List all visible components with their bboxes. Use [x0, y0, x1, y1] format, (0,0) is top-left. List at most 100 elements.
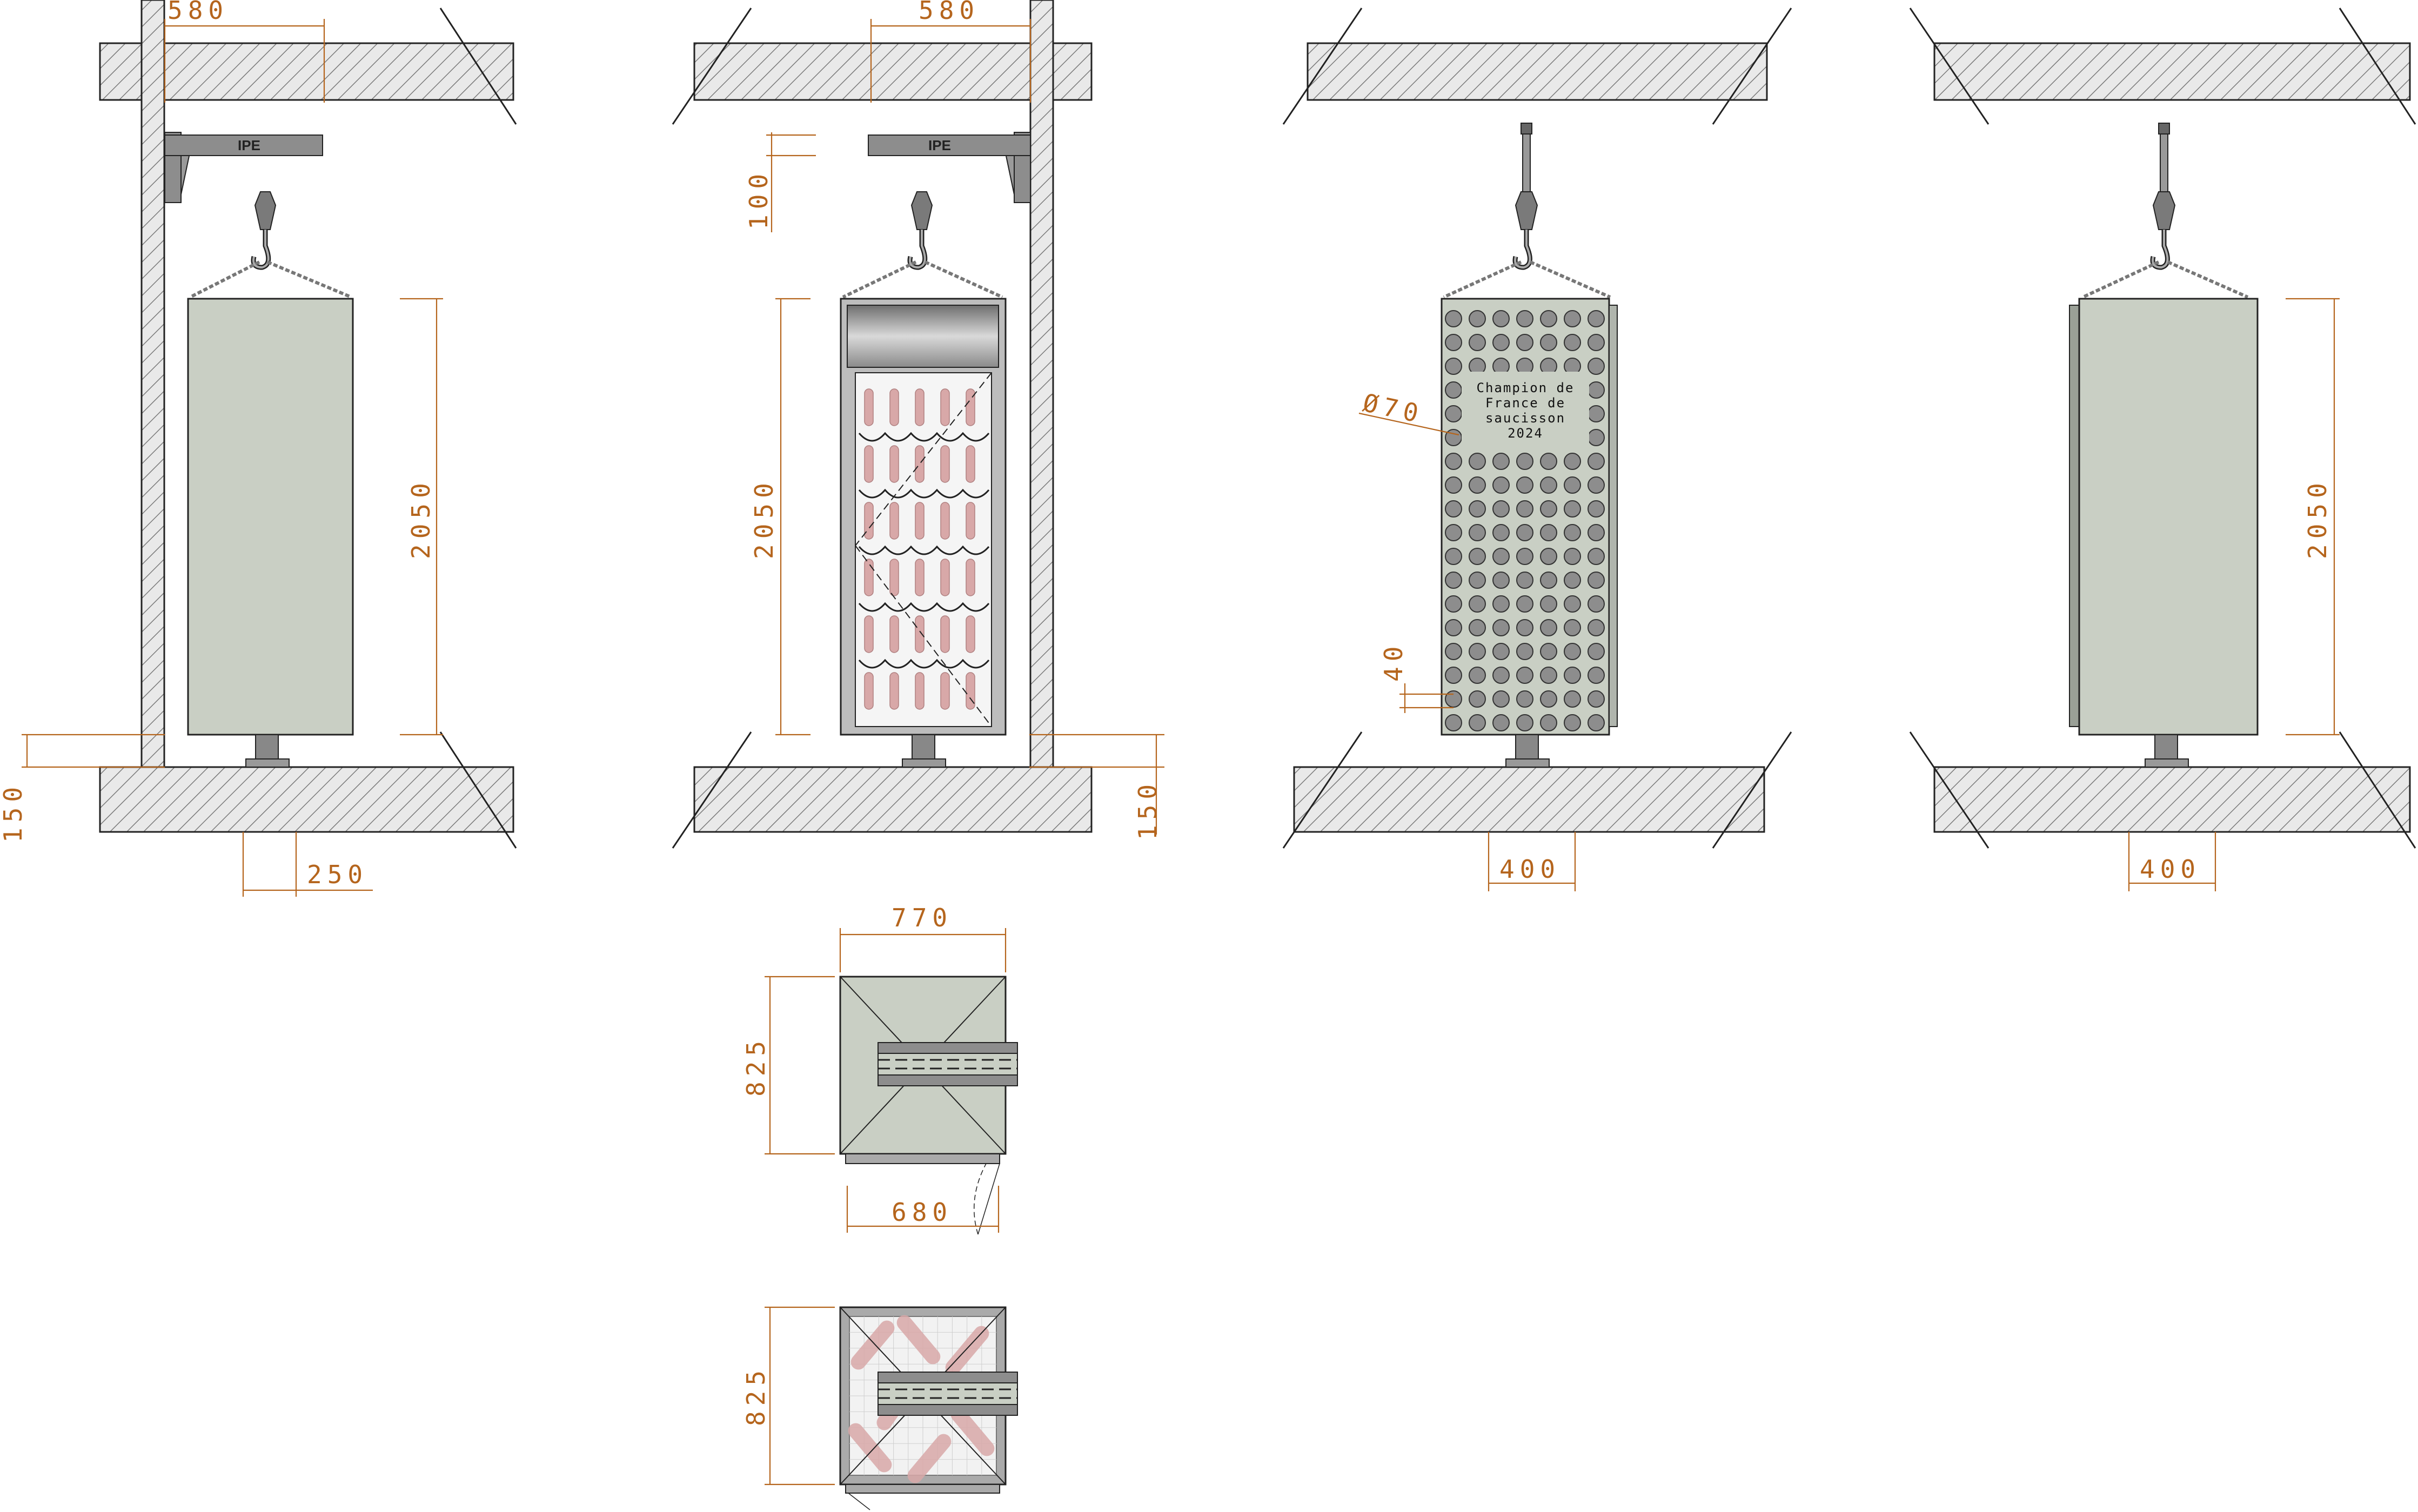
vent-hole	[1564, 572, 1581, 589]
dimension-100: 100	[744, 132, 816, 232]
vent-hole	[1492, 572, 1510, 589]
vent-hole	[1469, 476, 1486, 494]
vent-hole	[1540, 643, 1557, 660]
vent-hole	[1588, 595, 1605, 613]
sausage	[915, 672, 925, 710]
vent-hole	[1516, 310, 1533, 327]
engraving-line-2: France de	[1485, 395, 1565, 411]
dimension-400: 400	[1488, 832, 1576, 891]
svg-text:Ø70: Ø70	[1361, 388, 1426, 429]
vent-hole	[1445, 381, 1462, 399]
vent-hole	[1564, 334, 1581, 351]
engraving-line-4: 2024	[1508, 426, 1543, 441]
vent-hole	[1445, 548, 1462, 565]
sausage	[940, 445, 950, 483]
dimension-2050: 2050	[2286, 298, 2340, 736]
vent-hole	[1516, 524, 1533, 541]
cabinet-side	[187, 298, 354, 736]
ceiling-slab	[1933, 42, 2411, 101]
sausage	[889, 388, 899, 426]
svg-text:150: 150	[0, 782, 28, 843]
ceiling-slab	[693, 42, 1093, 101]
vent-hole	[1492, 500, 1510, 518]
vent-hole	[1445, 524, 1462, 541]
svg-text:2050: 2050	[2303, 478, 2332, 559]
sausage	[915, 388, 925, 426]
vent-hole	[1516, 334, 1533, 351]
sausage	[864, 559, 874, 596]
dimension-580: 580	[870, 0, 1031, 103]
engraving-line-3: saucisson	[1485, 411, 1565, 426]
dimension-770: 770	[839, 903, 1007, 972]
ceiling-hanger	[1512, 123, 1538, 270]
sausage	[864, 672, 874, 710]
sausage	[940, 672, 950, 710]
sausage	[889, 445, 899, 483]
vent-hole	[1588, 524, 1605, 541]
vent-hole	[1588, 500, 1605, 518]
pedestal	[912, 734, 935, 761]
wall	[140, 0, 165, 768]
vent-hole	[1492, 690, 1510, 708]
svg-text:2050: 2050	[749, 478, 779, 559]
top-panel	[847, 305, 999, 368]
sausage	[915, 615, 925, 653]
vent-hole	[1564, 453, 1581, 470]
vent-hole	[1492, 667, 1510, 684]
vent-hole	[1469, 714, 1486, 731]
vent-hole	[1492, 643, 1510, 660]
plan-view-2: 825	[741, 1306, 1018, 1510]
dimension-580: 580	[164, 0, 325, 103]
svg-text:825: 825	[741, 1036, 771, 1097]
vent-hole	[1445, 310, 1462, 327]
vent-hole	[1445, 405, 1462, 422]
vent-hole	[1516, 548, 1533, 565]
sausage-rack	[858, 388, 990, 710]
vent-hole	[1540, 310, 1557, 327]
crane-hook	[907, 191, 933, 270]
vent-hole	[1469, 667, 1486, 684]
vent-hole	[1588, 643, 1605, 660]
vent-hole	[1564, 643, 1581, 660]
vent-hole	[1516, 476, 1533, 494]
vent-hole	[1564, 500, 1581, 518]
floor-slab	[693, 766, 1093, 833]
dimension-150: 150	[0, 734, 165, 843]
vent-hole	[1588, 476, 1605, 494]
vent-hole	[1469, 690, 1486, 708]
ipe-beam	[164, 135, 323, 156]
sausage	[850, 1320, 895, 1370]
pedestal	[1515, 734, 1539, 761]
vent-hole	[1540, 500, 1557, 518]
vent-hole	[1588, 453, 1605, 470]
vent-hole	[1588, 690, 1605, 708]
vent-hole	[1588, 548, 1605, 565]
sausage	[915, 559, 925, 596]
vent-hole	[1492, 334, 1510, 351]
vent-hole	[1588, 429, 1605, 446]
sausage	[940, 502, 950, 540]
sausage	[950, 1407, 995, 1456]
door-plan	[845, 1153, 1000, 1164]
vent-hole	[1445, 358, 1462, 375]
vent-hole	[1445, 643, 1462, 660]
dimension-825: 825	[741, 976, 835, 1155]
vent-hole	[1445, 334, 1462, 351]
vent-hole	[1516, 500, 1533, 518]
svg-text:400: 400	[2140, 855, 2201, 884]
vent-hole	[1469, 524, 1486, 541]
sausage	[966, 502, 975, 540]
floor-slab	[1293, 766, 1765, 833]
sausage	[889, 615, 899, 653]
vent-hole	[1564, 619, 1581, 636]
vent-hole	[1540, 619, 1557, 636]
vent-hole	[1564, 310, 1581, 327]
svg-text:680: 680	[892, 1198, 953, 1227]
sausage	[907, 1434, 952, 1483]
vent-hole	[1445, 595, 1462, 613]
vent-hole	[1516, 572, 1533, 589]
ceiling-hanger	[2150, 123, 2176, 270]
vent-hole	[1469, 595, 1486, 613]
vent-hole	[1469, 334, 1486, 351]
